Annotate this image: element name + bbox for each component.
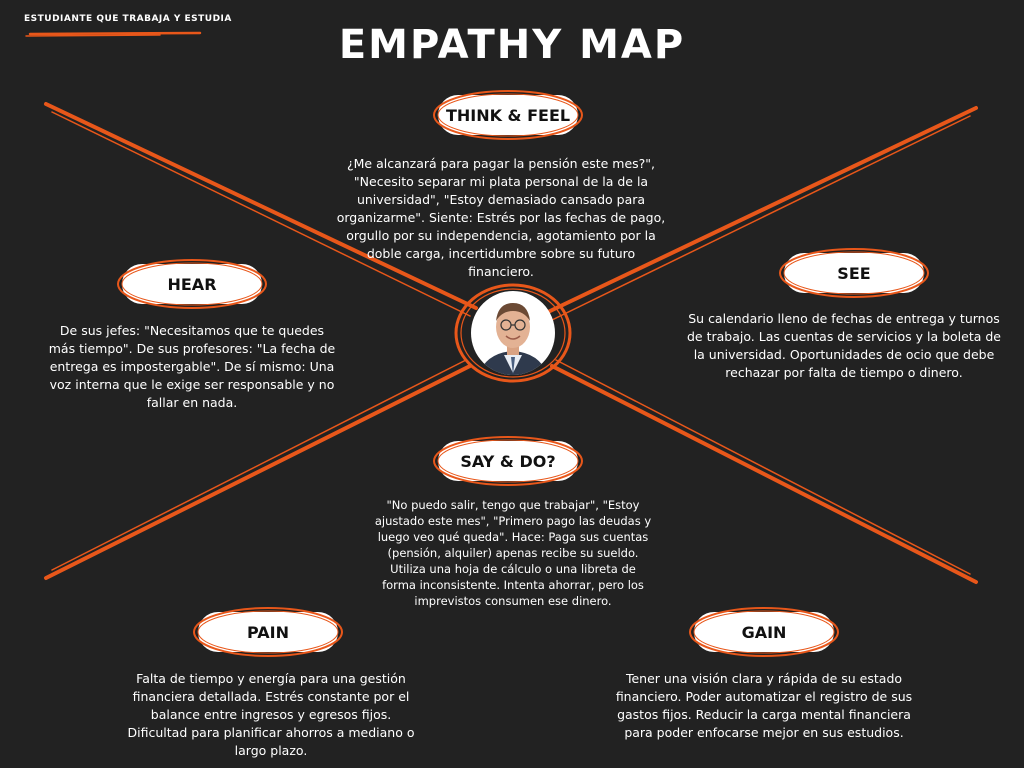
avatar [454,283,572,383]
label-think-feel: THINK & FEEL [433,90,583,140]
page-title: EMPATHY MAP [338,22,686,68]
see-text: Su calendario lleno de fechas de entrega… [687,311,1001,380]
gain-text: Tener una visión clara y rápida de su es… [615,671,913,740]
label-gain: GAIN [689,607,839,657]
subtitle: ESTUDIANTE QUE TRABAJA Y ESTUDIA [24,14,232,24]
label-pain: PAIN [193,607,343,657]
hear-text: De sus jefes: "Necesitamos que te quedes… [48,323,336,410]
label-see: SEE [779,248,929,298]
label-say-do: SAY & DO? [433,436,583,486]
say-do-text: "No puedo salir, tengo que trabajar", "E… [374,498,652,608]
pain-text: Falta de tiempo y energía para una gesti… [127,671,415,758]
think-feel-text: ¿Me alcanzará para pagar la pensión este… [336,156,666,279]
label-hear: HEAR [117,259,267,309]
